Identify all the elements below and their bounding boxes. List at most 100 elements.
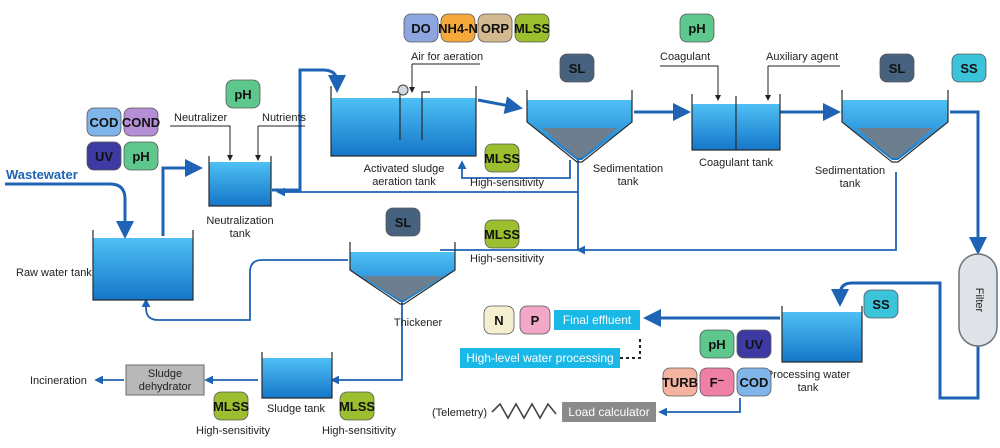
pipe-sed2-to-thickener [576, 172, 897, 255]
f-sensor-badge [699, 367, 735, 397]
mlss-sensor-badge [484, 219, 520, 249]
mlss-sensor-label: MLSS [514, 21, 550, 36]
turb-sensor-label: TURB [662, 375, 698, 390]
load-calculator-box: Load calculator [562, 402, 656, 422]
hs-label-aeration: High-sensitivity [470, 177, 544, 189]
sl-sensor-badge [559, 53, 595, 83]
mlss-sensor-label: MLSS [484, 151, 520, 166]
coagulant-tank [691, 94, 781, 151]
mlss-sensor-label: MLSS [213, 399, 249, 414]
p-sensor-badge [519, 305, 551, 335]
raw-water-tank [92, 230, 194, 301]
air-label: Air for aeration [411, 51, 483, 63]
f-sensor-label: F⁻ [710, 375, 725, 390]
high-level-dotted-link [620, 336, 641, 359]
ss-sensor-label: SS [960, 61, 978, 76]
orp-sensor-badge [477, 13, 513, 43]
line-auxiliary [768, 65, 840, 100]
pipe-thickener-to-raw [141, 259, 348, 321]
pipe-neutralization-to-aeration [272, 68, 346, 192]
pipe-cod-to-loadcalc [658, 398, 741, 417]
main-flow-pipes [5, 68, 987, 400]
turb-sensor-badge [662, 367, 698, 397]
uv-sensor-badge [86, 141, 122, 171]
thickener-tank [349, 242, 456, 305]
sedimentation-tank-1 [526, 90, 633, 163]
sl-sensor-badge [385, 207, 421, 237]
thickener-label: Thickener [394, 317, 443, 329]
return-sludge-pipes [94, 160, 897, 417]
ph-sensor-badge [679, 13, 715, 43]
final-effluent-label: Final effluent [563, 313, 632, 327]
uv-sensor-label: UV [745, 337, 763, 352]
ph-sensor-badge [123, 141, 159, 171]
mlss-sensor-badge [484, 143, 520, 173]
mlss-sensor-label: MLSS [484, 227, 520, 242]
cod-sensor-badge [736, 367, 772, 397]
aeration-label-1: Activated sludge [364, 163, 445, 175]
sl-sensor-badge [879, 53, 915, 83]
pipe-raw-to-neutralization [161, 159, 203, 236]
incineration-label: Incineration [30, 375, 87, 387]
neutralization-label-1: Neutralization [206, 215, 273, 227]
cond-sensor-badge [123, 107, 159, 137]
n-sensor-badge [483, 305, 515, 335]
sl-sensor-label: SL [569, 61, 586, 76]
pipe-sed2-to-filter [950, 110, 987, 255]
ph-sensor-label: pH [688, 21, 705, 36]
processing-label-1: Processing water [766, 369, 851, 381]
sed1-label-1: Sedimentation [593, 163, 663, 175]
mlss-sensor-badge [339, 391, 375, 421]
coagulant-tank-label: Coagulant tank [699, 157, 773, 169]
uv-sensor-label: UV [95, 149, 113, 164]
ph-sensor-badge [699, 329, 735, 359]
sl-sensor-label: SL [395, 215, 412, 230]
processing-label-2: tank [798, 382, 819, 394]
cond-sensor-label: COND [122, 115, 160, 130]
dehydrator-label-2: dehydrator [139, 381, 192, 393]
ph-sensor-label: pH [132, 149, 149, 164]
dehydrator-label-1: Sludge [148, 368, 182, 380]
sedimentation-tank-2 [841, 90, 949, 163]
neutralization-tank [208, 156, 272, 207]
sl-sensor-label: SL [889, 61, 906, 76]
auxiliary-label: Auxiliary agent [766, 51, 838, 63]
ph-sensor-badge [225, 79, 261, 109]
pipe-aeration-to-sed1 [477, 96, 523, 115]
raw-water-tank-label: Raw water tank [16, 267, 92, 279]
sed1-label-2: tank [618, 176, 639, 188]
mlss-sensor-label: MLSS [339, 399, 375, 414]
nh4n-sensor-badge [440, 13, 476, 43]
sed2-label-2: tank [840, 178, 861, 190]
line-coagulant [660, 65, 721, 101]
dosing-lines [170, 63, 840, 161]
sludge-tank [261, 352, 333, 399]
line-nutrients [258, 125, 305, 160]
line-air [412, 63, 480, 92]
cod-sensor-label: COD [90, 115, 119, 130]
line-neutralizer [170, 125, 233, 161]
pipe-filter-to-processing [831, 281, 980, 400]
ss-sensor-badge [951, 53, 987, 83]
do-sensor-badge [403, 13, 439, 43]
filter-label: Filter [973, 288, 985, 313]
mlss-sensor-badge [213, 391, 249, 421]
high-level-processing-box: High-level water processing [460, 348, 620, 368]
neutralizer-label: Neutralizer [174, 112, 228, 124]
sludge-tank-label: Sludge tank [267, 403, 326, 415]
p-sensor-label: P [531, 313, 540, 328]
hs-label-dehydrator: High-sensitivity [196, 425, 270, 437]
wastewater-label: Wastewater [6, 167, 78, 182]
ph-sensor-label: pH [708, 337, 725, 352]
n-sensor-label: N [494, 313, 503, 328]
telemetry-label: (Telemetry) [432, 407, 487, 419]
ss-sensor-badge [863, 289, 899, 319]
hs-label-thickener: High-sensitivity [470, 253, 544, 265]
mlss-sensor-badge [514, 13, 550, 43]
telemetry-zigzag [491, 402, 557, 420]
ph-sensor-label: pH [234, 87, 251, 102]
final-effluent-box: Final effluent [554, 310, 640, 330]
processing-water-tank [781, 306, 863, 363]
